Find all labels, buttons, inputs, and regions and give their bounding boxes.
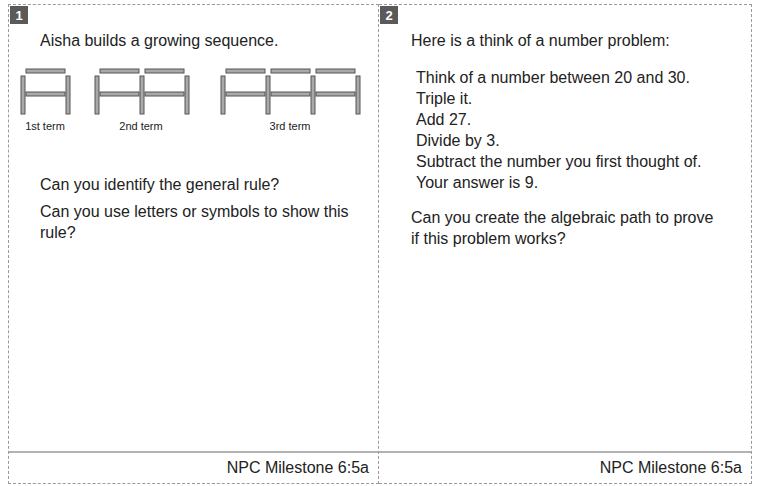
task-card: Here is a think of a number problem: Thin… xyxy=(379,4,752,484)
matchstick xyxy=(26,92,65,96)
term-label: 1st term xyxy=(25,120,65,132)
term-label: 3rd term xyxy=(270,120,311,132)
card-text: Here is a think of a number problem: xyxy=(411,31,746,52)
matchstick xyxy=(185,76,189,114)
milestone-footer: NPC Milestone 6:5a xyxy=(389,458,742,479)
question-text: Can you create the algebraic path to pro… xyxy=(411,208,716,250)
matchstick xyxy=(311,76,315,114)
matchstick xyxy=(356,76,360,114)
term-label: 2nd term xyxy=(119,120,162,132)
instruction-line: Think of a number between 20 and 30. xyxy=(416,68,746,89)
matchstick xyxy=(271,92,310,96)
matchstick xyxy=(221,76,225,114)
card-number: 2 xyxy=(380,6,398,24)
footer-rule xyxy=(8,452,752,453)
matchstick-tables xyxy=(21,69,360,114)
card-number-text: 1 xyxy=(15,9,22,22)
instruction-line: Divide by 3. xyxy=(416,131,746,152)
matchstick xyxy=(226,69,265,73)
matchstick xyxy=(95,76,99,114)
question-text: Can you identify the general rule? xyxy=(40,175,370,196)
card-number-text: 2 xyxy=(385,9,392,22)
instruction-line: Subtract the number you first thought of… xyxy=(416,152,746,173)
matchstick xyxy=(316,92,355,96)
question-text: Can you use letters or symbols to show t… xyxy=(40,202,355,244)
matchstick xyxy=(271,69,310,73)
matchstick xyxy=(140,76,144,114)
instruction-line: Triple it. xyxy=(416,89,746,110)
matchstick xyxy=(66,76,70,114)
matchstick xyxy=(316,69,355,73)
matchstick xyxy=(145,92,184,96)
matchstick xyxy=(100,69,139,73)
milestone-footer: NPC Milestone 6:5a xyxy=(19,458,369,479)
matchstick xyxy=(266,76,270,114)
matchstick xyxy=(26,69,65,73)
instruction-line: Your answer is 9. xyxy=(416,173,746,194)
task-card: Aisha builds a growing sequence. Can you … xyxy=(8,4,379,484)
matchstick xyxy=(145,69,184,73)
card-number: 1 xyxy=(10,6,28,24)
instruction-line: Add 27. xyxy=(416,110,746,131)
matchstick xyxy=(100,92,139,96)
matchstick xyxy=(226,92,265,96)
matchstick xyxy=(21,76,25,114)
card-text: Aisha builds a growing sequence. xyxy=(40,31,370,52)
